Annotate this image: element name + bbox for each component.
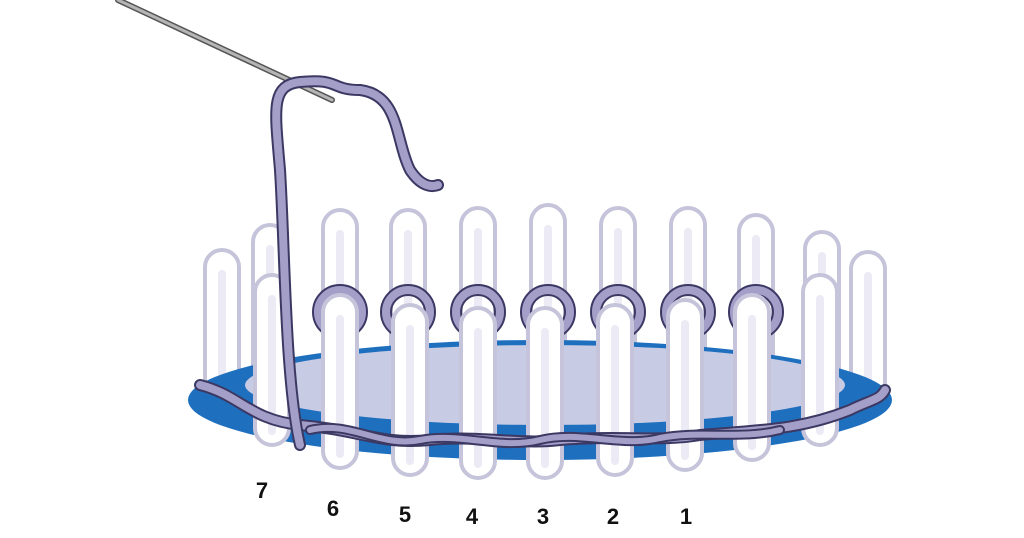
front-peg-groove bbox=[681, 320, 689, 460]
front-peg-groove bbox=[474, 328, 482, 468]
peg-number-4: 4 bbox=[466, 504, 479, 529]
peg-number-2: 2 bbox=[607, 504, 619, 529]
front-peg-groove bbox=[336, 315, 344, 458]
working-yarn bbox=[272, 77, 442, 449]
front-peg-groove bbox=[541, 328, 549, 468]
peg-number-3: 3 bbox=[537, 504, 549, 529]
peg-number-7: 7 bbox=[256, 478, 268, 503]
front-peg-groove bbox=[268, 295, 276, 435]
front-peg-groove bbox=[816, 295, 824, 435]
peg-number-5: 5 bbox=[399, 502, 411, 527]
peg-number-1: 1 bbox=[680, 504, 692, 529]
peg-number-6: 6 bbox=[327, 496, 339, 521]
front-peg-groove bbox=[748, 315, 756, 450]
peg-number-labels: 7 6 5 4 3 2 1 bbox=[256, 478, 692, 529]
front-peg-groove bbox=[611, 325, 619, 465]
back-peg-groove bbox=[218, 270, 226, 385]
bottom-yarn-twist-2 bbox=[307, 424, 783, 447]
front-peg-groove bbox=[406, 325, 414, 465]
back-peg-groove bbox=[864, 272, 872, 390]
